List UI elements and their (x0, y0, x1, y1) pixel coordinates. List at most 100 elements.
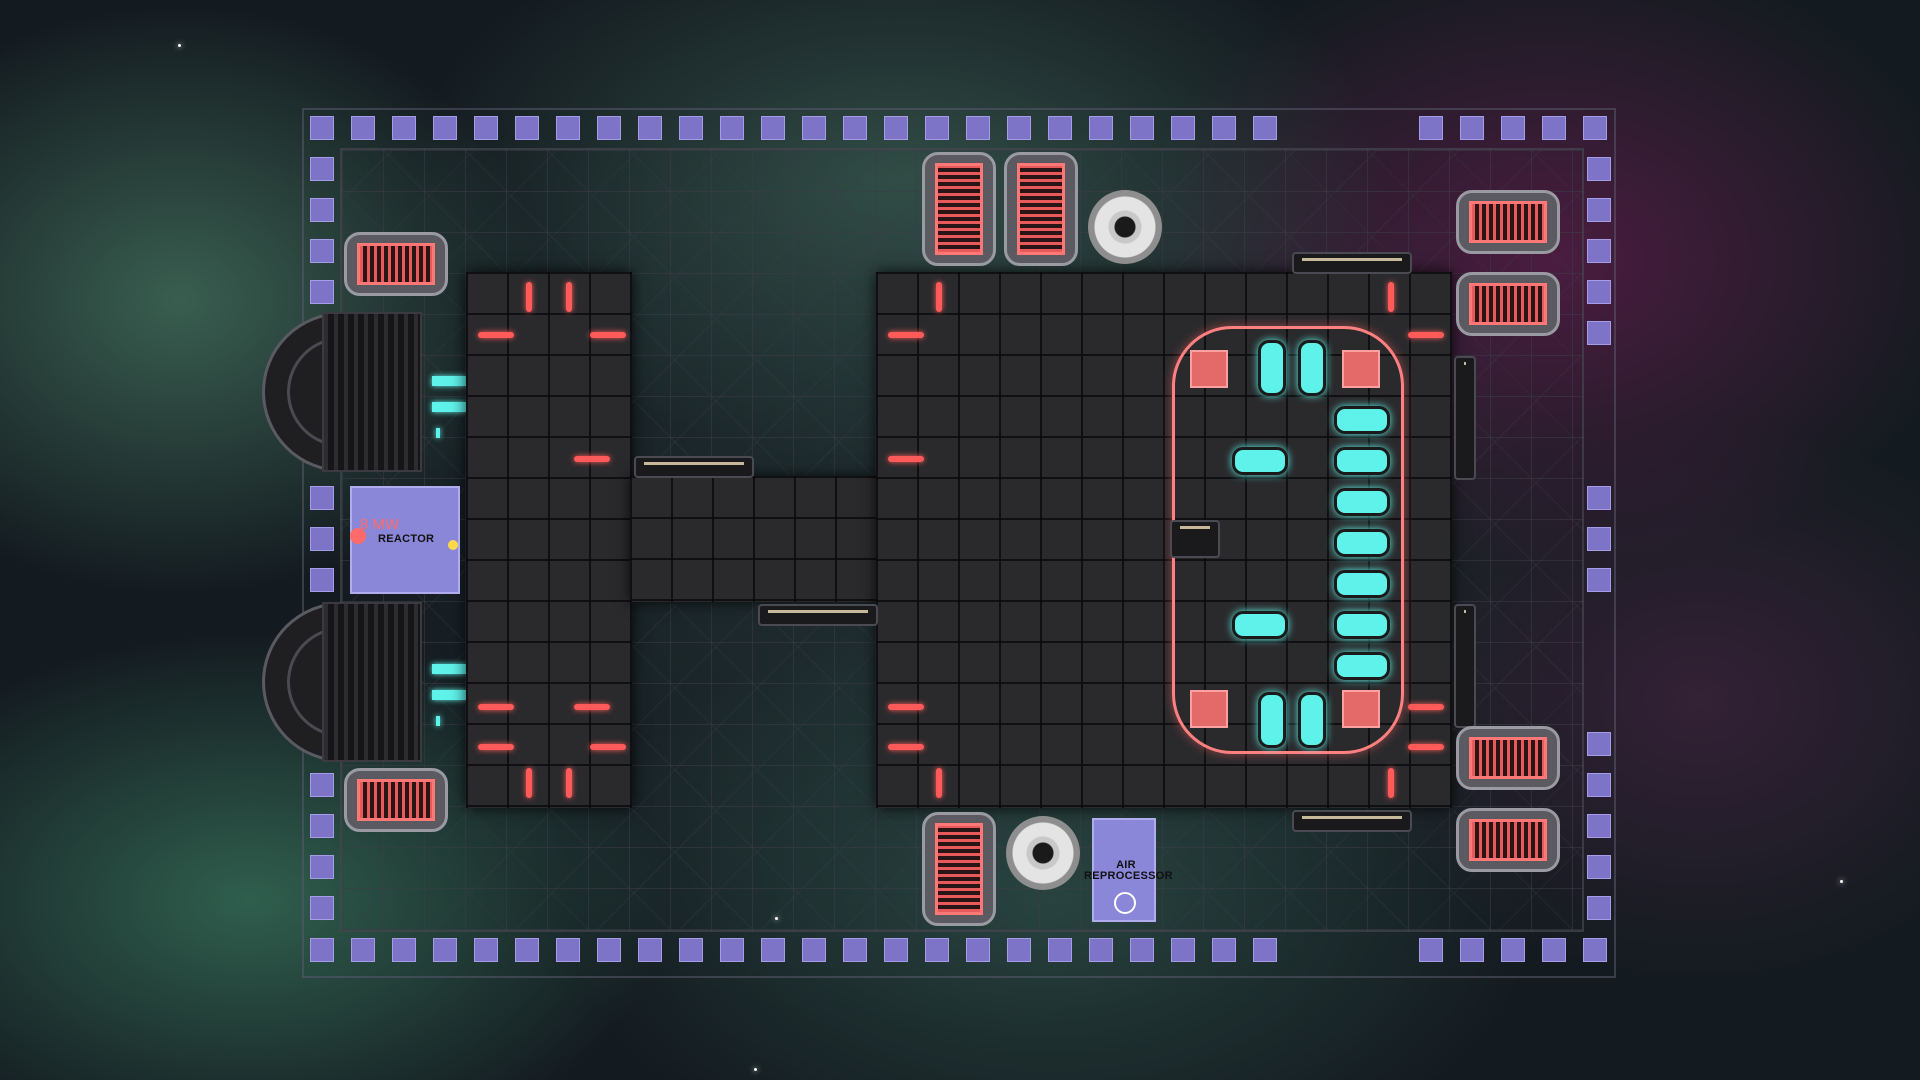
door[interactable] (1292, 810, 1412, 832)
shield-tile (1460, 116, 1484, 140)
shield-tile (310, 855, 334, 879)
shield-tile (1171, 116, 1195, 140)
shield-tile (1587, 239, 1611, 263)
status-light (1388, 768, 1394, 798)
crew-seat[interactable] (1334, 447, 1390, 475)
engine-power-bar (436, 716, 440, 726)
crew-seat[interactable] (1334, 406, 1390, 434)
status-light (526, 768, 532, 798)
weapon-mount[interactable] (344, 232, 448, 296)
shield-tile (1587, 527, 1611, 551)
air-reprocessor-label: AIR REPROCESSOR (1084, 859, 1173, 882)
status-light (478, 704, 514, 710)
shield-tile (351, 116, 375, 140)
crew-seat[interactable] (1334, 570, 1390, 598)
weapon-mount[interactable] (1004, 152, 1078, 266)
room-engines[interactable] (466, 272, 632, 808)
airlock-hatch[interactable] (1454, 604, 1476, 728)
shield-tile (925, 938, 949, 962)
turret-disk[interactable] (1088, 190, 1162, 264)
shield-tile (310, 198, 334, 222)
airlock-hatch[interactable] (1454, 356, 1476, 480)
status-light (590, 332, 626, 338)
bridge-console[interactable] (1170, 520, 1220, 558)
engine-block-bottom (322, 602, 422, 762)
door[interactable] (634, 456, 754, 478)
status-light (888, 704, 924, 710)
weapon-mount[interactable] (922, 812, 996, 926)
crew-seat[interactable] (1334, 488, 1390, 516)
shield-tile (1007, 116, 1031, 140)
shield-tile (474, 938, 498, 962)
status-light (1408, 744, 1444, 750)
corner-panel (1190, 690, 1228, 728)
shield-tile (310, 896, 334, 920)
shield-tile (1587, 486, 1611, 510)
crew-seat[interactable] (1334, 611, 1390, 639)
shield-tile (925, 116, 949, 140)
shield-tile (310, 486, 334, 510)
shield-tile (310, 280, 334, 304)
crew-seat[interactable] (1298, 692, 1326, 748)
engine-power-bar (432, 690, 466, 700)
weapon-mount[interactable] (1456, 808, 1560, 872)
status-light (478, 744, 514, 750)
corner-panel (1342, 690, 1380, 728)
shield-tile (1501, 938, 1525, 962)
shield-tile (638, 938, 662, 962)
crew-seat[interactable] (1258, 340, 1286, 396)
shield-tile (310, 773, 334, 797)
shield-tile (843, 938, 867, 962)
air-reprocessor-system[interactable]: AIR REPROCESSOR (1084, 818, 1173, 922)
status-light (888, 332, 924, 338)
shield-tile (802, 116, 826, 140)
shield-tile (1587, 321, 1611, 345)
shield-tile (556, 938, 580, 962)
crew-seat[interactable] (1298, 340, 1326, 396)
room-corridor[interactable] (630, 476, 878, 602)
shield-tile (310, 814, 334, 838)
shield-tile (1587, 732, 1611, 756)
status-light (574, 704, 610, 710)
door[interactable] (758, 604, 878, 626)
crew-seat[interactable] (1258, 692, 1286, 748)
shield-tile (1587, 814, 1611, 838)
crew-seat[interactable] (1334, 652, 1390, 680)
shield-tile (720, 938, 744, 962)
shield-tile (1212, 938, 1236, 962)
door[interactable] (1292, 252, 1412, 274)
shield-tile (310, 568, 334, 592)
shield-tile (515, 116, 539, 140)
crew-seat[interactable] (1334, 529, 1390, 557)
shield-tile (1007, 938, 1031, 962)
shield-tile (761, 116, 785, 140)
shield-tile (310, 157, 334, 181)
shield-tile (1171, 938, 1195, 962)
weapon-mount[interactable] (922, 152, 996, 266)
reactor-system[interactable]: 8 MW REACTOR (350, 486, 460, 594)
corner-panel (1190, 350, 1228, 388)
shield-tile (884, 116, 908, 140)
weapon-mount[interactable] (1456, 272, 1560, 336)
shield-tile (1089, 116, 1113, 140)
status-light (590, 744, 626, 750)
reactor-power-label: 8 MW (360, 516, 400, 533)
ship-boundary (302, 108, 1616, 978)
crew-seat[interactable] (1232, 611, 1288, 639)
shield-tile (1587, 198, 1611, 222)
shield-tile (761, 938, 785, 962)
status-light (936, 282, 942, 312)
status-light (1408, 332, 1444, 338)
weapon-mount[interactable] (344, 768, 448, 832)
status-light (888, 456, 924, 462)
shield-tile (1587, 773, 1611, 797)
shield-tile (1253, 938, 1277, 962)
weapon-mount[interactable] (1456, 726, 1560, 790)
status-light (1388, 282, 1394, 312)
engine-power-bar (432, 402, 466, 412)
engine-power-bar (432, 664, 466, 674)
crew-seat[interactable] (1232, 447, 1288, 475)
shield-tile (433, 116, 457, 140)
turret-disk[interactable] (1006, 816, 1080, 890)
weapon-mount[interactable] (1456, 190, 1560, 254)
